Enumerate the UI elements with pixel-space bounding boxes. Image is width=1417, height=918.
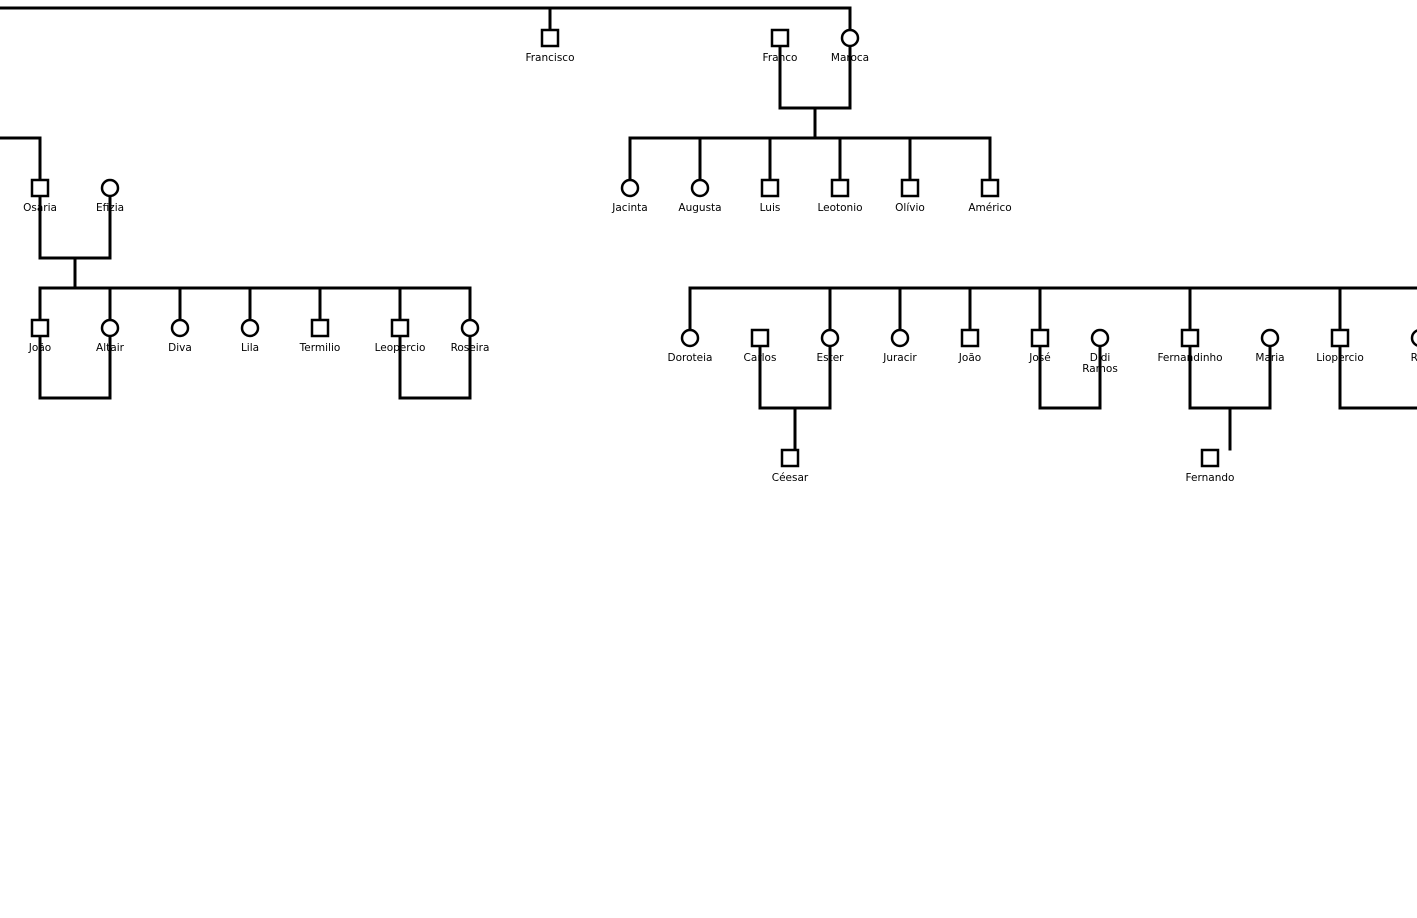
person-label-lila: Lila [241, 342, 259, 354]
female-circle-lila[interactable] [240, 318, 260, 338]
male-square-luis[interactable] [760, 178, 780, 198]
person-label-altair: Altair [96, 342, 125, 354]
male-square-liopercio[interactable] [1330, 328, 1350, 348]
male-square-francisco[interactable] [540, 28, 560, 48]
person-label-leotonio: Leotonio [817, 202, 862, 214]
female-circle-didi[interactable] [1090, 328, 1110, 348]
person-label-jose: José [1028, 352, 1050, 364]
couple-line-joao1-altair [38, 336, 112, 400]
couple-line-leopercio-roseira [398, 336, 472, 400]
couple-line-liopercio-ros [1338, 346, 1417, 410]
couple-line-fernandinho-maria [1188, 346, 1272, 451]
person-label-augusta: Augusta [678, 202, 721, 214]
person-label-maroca: Maroca [831, 52, 869, 64]
couple-line-osaria-efizia [38, 196, 472, 321]
male-square-americo[interactable] [980, 178, 1000, 198]
sibling-line-osaria [0, 136, 42, 181]
female-circle-maria[interactable] [1260, 328, 1280, 348]
person-label-didi: Ramos [1082, 363, 1118, 375]
couple-line-carlos-ester [758, 346, 832, 451]
female-circle-efizia[interactable] [100, 178, 120, 198]
male-square-olivio[interactable] [900, 178, 920, 198]
person-label-liopercio: Liopercio [1316, 352, 1364, 364]
person-label-juracir: Juracir [882, 352, 917, 364]
person-label-ros: Ros [1411, 352, 1417, 364]
female-circle-juracir[interactable] [890, 328, 910, 348]
person-label-franco: Franco [763, 52, 798, 64]
person-label-joao2: João [958, 352, 981, 364]
person-label-ester: Ester [817, 352, 845, 364]
person-label-roseira: Roseira [451, 342, 490, 354]
couple-line-jose-didi [1038, 346, 1102, 410]
sibling-line-right [688, 286, 1417, 331]
female-circle-roseira[interactable] [460, 318, 480, 338]
female-circle-doroteia[interactable] [680, 328, 700, 348]
sibling-line-top [0, 6, 852, 31]
person-label-leopercio: Leopercio [375, 342, 426, 354]
female-circle-maroca[interactable] [840, 28, 860, 48]
person-label-francisco: Francisco [525, 52, 574, 64]
female-circle-ester[interactable] [820, 328, 840, 348]
person-label-ceesar: Céesar [772, 472, 809, 484]
male-square-osaria[interactable] [30, 178, 50, 198]
person-label-luis: Luis [760, 202, 781, 214]
male-square-ceesar[interactable] [780, 448, 800, 468]
person-label-fernando: Fernando [1186, 472, 1235, 484]
female-circle-augusta[interactable] [690, 178, 710, 198]
female-circle-ros[interactable] [1410, 329, 1417, 347]
person-label-termilio: Termilio [299, 342, 341, 354]
person-label-carlos: Carlos [744, 352, 777, 364]
male-square-jose[interactable] [1030, 328, 1050, 348]
person-label-olivio: Olívio [895, 202, 925, 214]
male-square-joao1[interactable] [30, 318, 50, 338]
person-label-osaria: Osaria [23, 202, 57, 214]
person-label-fernandinho: Fernandinho [1157, 352, 1222, 364]
person-label-efizia: Efizia [96, 202, 124, 214]
person-label-joao1: João [28, 342, 51, 354]
couple-line-franco-maroca [628, 46, 992, 181]
male-square-joao2[interactable] [960, 328, 980, 348]
male-square-leopercio[interactable] [390, 318, 410, 338]
male-square-leotonio[interactable] [830, 178, 850, 198]
male-square-franco[interactable] [770, 28, 790, 48]
female-circle-diva[interactable] [170, 318, 190, 338]
male-square-termilio[interactable] [310, 318, 330, 338]
male-square-carlos[interactable] [750, 328, 770, 348]
person-label-americo: Américo [968, 202, 1011, 214]
person-label-maria: Maria [1255, 352, 1284, 364]
male-square-fernando[interactable] [1200, 448, 1220, 468]
person-label-doroteia: Doroteia [668, 352, 713, 364]
female-circle-altair[interactable] [100, 318, 120, 338]
person-label-didi: Didi [1090, 352, 1111, 364]
person-label-diva: Diva [168, 342, 192, 354]
female-circle-jacinta[interactable] [620, 178, 640, 198]
male-square-fernandinho[interactable] [1180, 328, 1200, 348]
person-label-jacinta: Jacinta [611, 202, 647, 214]
